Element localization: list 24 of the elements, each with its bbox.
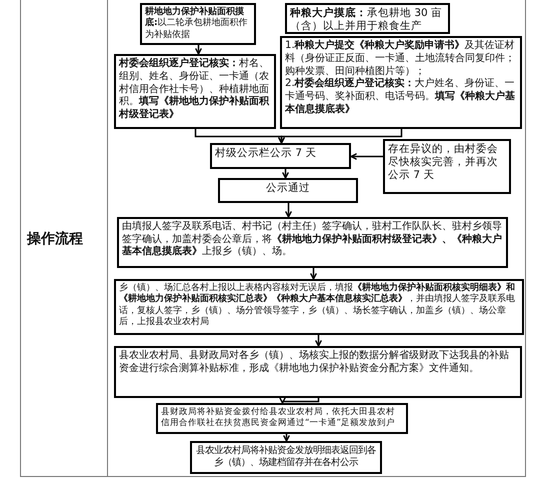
arrow	[278, 129, 402, 144]
arrow	[310, 268, 317, 280]
arrow	[195, 45, 202, 55]
process-box: 乡（镇）、场汇总各村上报以上表格内容核对无误后，填报《耕地地力保护补贴面积核实明细表》和《耕地地力保护补贴面积核实汇总表》《种粮大户基本信息核实汇总表》，并由填报人签字及联系电话，复核人签字，乡（镇）、场分管领导签字，乡（镇）、场长签字确认，加盖乡（镇）、场公章后，上报县农业农村局	[114, 279, 524, 335]
step-text: 1.种粮大户提交《种粮大户奖励申请书》及其佐证材料（身份证正反面、一卡通、土地流转合同复印件；购种发票、田间种植图片等）；	[285, 40, 516, 77]
process-box: 县农业农村局将补贴资金发放明细表返回到各乡（镇）、场建档留存并在各村公示	[190, 441, 382, 474]
process-box: 公示通过	[218, 178, 358, 203]
row-heading: 操作流程	[27, 230, 83, 248]
process-box	[280, 36, 522, 129]
step-text: 2.村委会组织逐户登记核实：大户姓名、身份证、一卡通号码、奖补面积、电话号码。填写《种粮大户基本信息摸底表》	[285, 78, 516, 116]
process-box: 县农业农村局、县财政局对各乡（镇）、场核实上报的数据分解省级财政下达我县的补贴资金进行综合测算补贴标准，形成《耕地地力保护补贴资金分配方案》文件通知。	[114, 346, 522, 398]
arrow	[282, 169, 289, 179]
process-box: 种粮大户摸底：承包耕地 30 亩（含）以上并用于粮食生产	[285, 3, 450, 34]
process-box: 存在异议的，由村委会尽快核实完善，并再次公示 7 天	[383, 139, 511, 194]
arrow	[283, 434, 290, 442]
process-box: 村级公示栏公示 7 天	[210, 143, 351, 169]
process-box: 耕地地力保护补贴面积摸底:以二轮承包耕地面积作为补贴依据	[140, 3, 256, 45]
process-box: 由填报人签字及联系电话、村书记（村主任）签字确认，驻村工作队队长、驻村乡领导签字确认，加盖村委会公章后，将《耕地地力保护补贴面积村级登记表》、《种粮大户基本信息摸底表》上报乡（镇）、场。	[117, 217, 508, 268]
arrow	[350, 153, 383, 160]
arrow	[285, 203, 292, 218]
arrow	[279, 396, 320, 404]
arrow	[315, 335, 322, 347]
process-box: 村委会组织逐户登记核实：村名、组别、姓名、身份证、一卡通（农村信用合作社卡号）、种植耕地面积。填写《耕地地力保护补贴面积村级登记表》	[114, 54, 276, 129]
process-box: 县财政局将补贴资金拨付给县农业农村局，依托大田县农村信用合作联社在扶贫惠民资金网通过“一卡通”足额发放到户	[156, 403, 408, 434]
